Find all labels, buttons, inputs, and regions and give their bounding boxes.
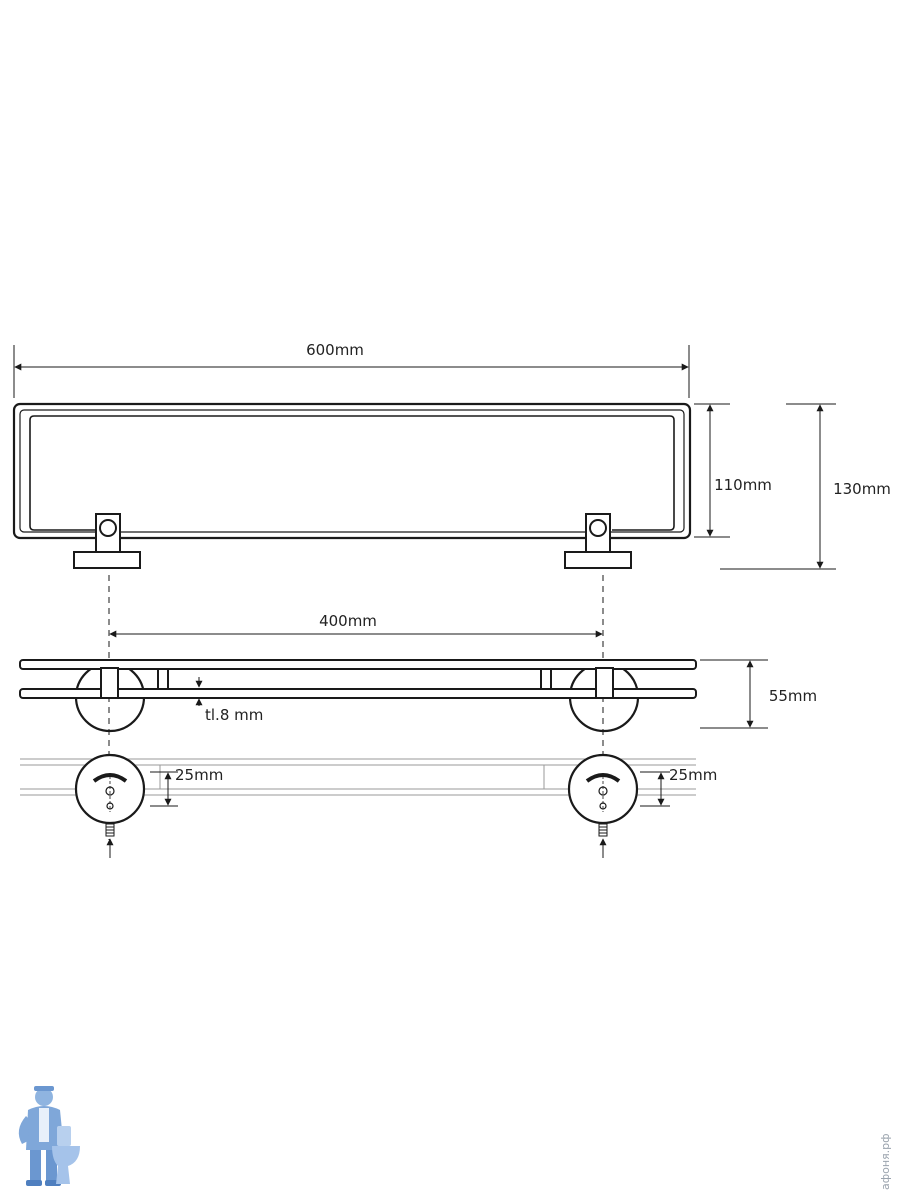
dimension-rosette-offset-right-label: 25mm: [669, 766, 717, 784]
right-wall-plate: [567, 753, 639, 825]
back-view: [20, 753, 696, 858]
dimension-total-height-label: 130mm: [833, 480, 891, 498]
right-screw: [598, 823, 608, 858]
front-view: [12, 402, 692, 569]
rail-outer: [12, 402, 692, 540]
dimension-rosette-offset-left: [150, 771, 178, 807]
dimension-depth: [700, 659, 768, 729]
dimension-rosette-offset-right: [640, 771, 670, 807]
dimension-glass-thickness-label: tl.8 mm: [205, 706, 263, 724]
watermark-site: афоня.рф: [879, 1133, 892, 1190]
rail-inner: [29, 415, 675, 531]
left-bracket: [73, 513, 141, 569]
dimension-rosette-offset-left-label: 25mm: [175, 766, 223, 784]
top-right-bracket: [540, 667, 614, 699]
dimension-mount-spacing-label: 400mm: [319, 612, 377, 630]
dimension-inner-height-label: 110mm: [714, 476, 772, 494]
top-view: [19, 659, 697, 733]
left-wall-plate: [74, 753, 146, 825]
right-bracket: [564, 513, 632, 569]
dimension-width: [13, 345, 690, 398]
left-screw: [105, 823, 115, 858]
dimension-depth-label: 55mm: [769, 687, 817, 705]
dimension-total-height: [720, 403, 836, 570]
dimension-inner-height: [694, 403, 730, 538]
plumber-with-toilet-logo: [18, 1086, 80, 1186]
top-rail-front: [19, 688, 697, 699]
rail-middle: [19, 409, 685, 533]
top-rail-back: [19, 659, 697, 670]
dimension-width-label: 600mm: [306, 341, 364, 359]
top-left-bracket: [100, 667, 169, 699]
